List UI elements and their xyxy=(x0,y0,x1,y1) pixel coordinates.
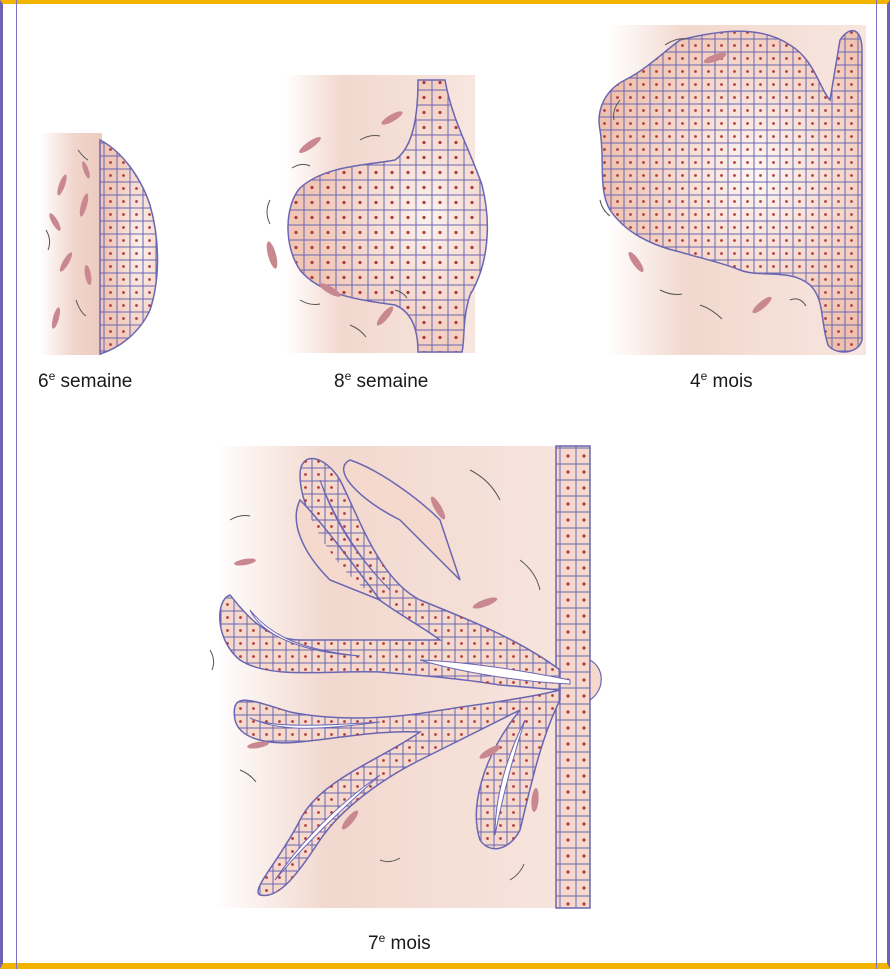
stage-week8-drawing xyxy=(265,75,488,353)
stage-month7-drawing xyxy=(210,446,601,908)
stage-week6-drawing xyxy=(40,133,158,355)
stage-label-month7: 7e mois xyxy=(368,933,431,955)
stage-label-week6: 6e semaine xyxy=(38,371,132,393)
stage-month4-drawing xyxy=(599,25,866,355)
stage-label-week8: 8e semaine xyxy=(334,371,428,393)
stage-label-month4: 4e mois xyxy=(690,371,753,393)
